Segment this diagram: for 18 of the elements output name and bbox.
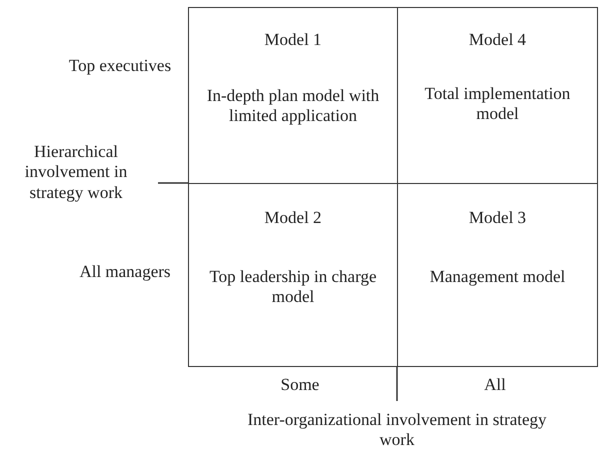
model-heading: Model 3	[468, 208, 528, 228]
axis-title: Inter-organizational involvement in strategy work	[247, 410, 547, 451]
model-description: Top leadership in charge model	[208, 267, 378, 308]
quadrant-cell	[397, 183, 598, 367]
model-description: In-depth plan model with limited application	[206, 86, 380, 127]
axis-level-label: All managers	[78, 262, 172, 282]
model-heading: Model 4	[468, 30, 528, 50]
axis-level-label: Top executives	[68, 56, 172, 76]
axis-title: Hierarchical involvement in strategy work	[24, 142, 128, 204]
model-heading: Model 2	[263, 208, 323, 228]
model-heading: Model 1	[263, 30, 323, 50]
axis-level-label: All	[483, 375, 507, 396]
quadrant-cell	[188, 7, 398, 184]
quadrant-cell	[397, 7, 598, 184]
model-description: Total implementation model	[424, 84, 572, 125]
quadrant-cell	[188, 183, 398, 367]
model-description: Management model	[428, 267, 566, 288]
axis-level-label: Some	[280, 375, 320, 396]
